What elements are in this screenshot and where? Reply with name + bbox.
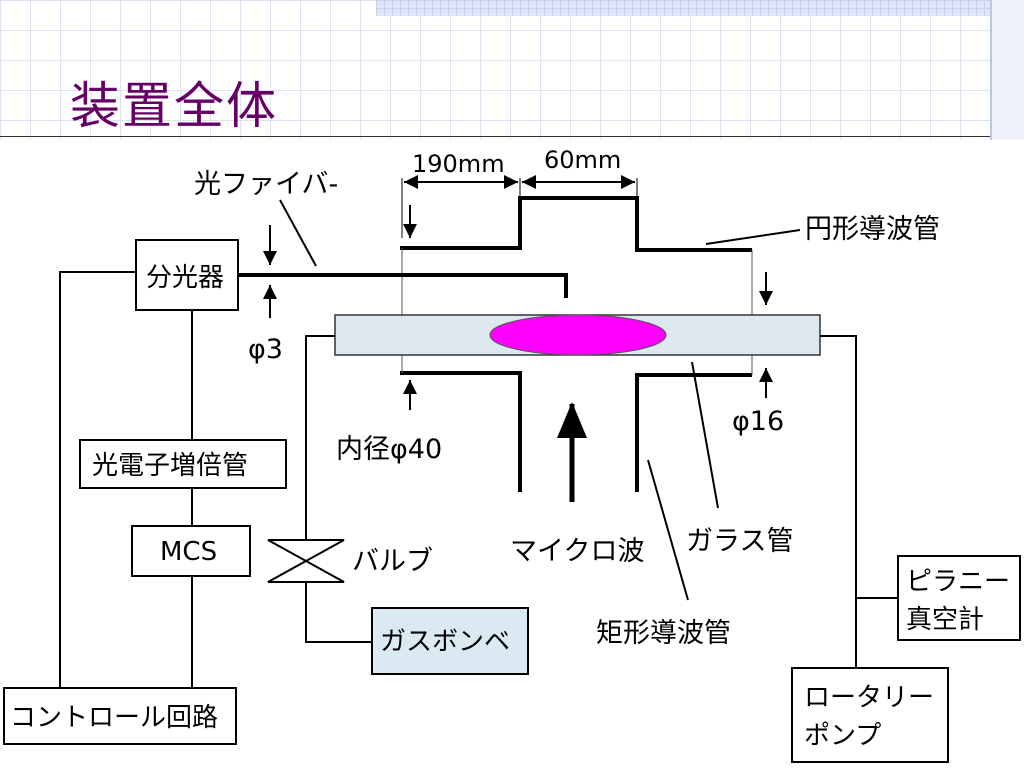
pump-label-line1: ロータリー	[804, 683, 934, 713]
glass-tube-label: ガラス管	[686, 526, 793, 557]
pirani-label-line2: 真空計	[906, 605, 984, 635]
circular-waveguide	[400, 196, 752, 252]
fiber-leader	[279, 199, 317, 267]
valve-symbol	[267, 539, 345, 583]
pirani-gauge-box	[897, 555, 1021, 641]
gas-cylinder-box	[371, 607, 529, 675]
valve-label: バルブ	[352, 546, 433, 577]
control-circuit-box	[3, 687, 237, 745]
rect-waveguide-leader	[647, 459, 689, 601]
circ-waveguide-label: 円形導波管	[805, 214, 940, 245]
phi3-label: φ3	[248, 334, 283, 365]
optical-fiber	[238, 273, 568, 298]
control-wire-left	[59, 271, 136, 688]
pirani-label-line1: ピラニー	[906, 567, 1010, 597]
phi16-label: φ16	[732, 406, 784, 437]
dim-190-label: 190mm	[412, 150, 505, 178]
vacuum-line	[820, 335, 857, 668]
background-grid	[0, 0, 1024, 140]
fiber-label: 光ファイバ-	[194, 169, 338, 200]
top-decor-band	[376, 0, 1024, 16]
microwave-label: マイクロ波	[510, 536, 644, 567]
pmt-label: 光電子増倍管	[92, 451, 248, 481]
glass-tube-leader	[691, 361, 719, 509]
spectrometer-box	[135, 239, 239, 311]
pump-label-line2: ポンプ	[804, 721, 881, 751]
title-divider	[0, 136, 990, 137]
microwave-arrow-head	[557, 402, 587, 438]
rectangular-waveguide	[400, 371, 752, 492]
spectrometer-label: 分光器	[146, 263, 224, 293]
circ-waveguide-leader	[705, 229, 801, 245]
rect-waveguide-label: 矩形導波管	[596, 618, 731, 649]
pmt-box	[79, 439, 287, 489]
mcs-box	[131, 525, 251, 577]
control-label: コントロール回路	[10, 703, 218, 733]
rotary-pump-box	[791, 667, 949, 763]
dim-60-label: 60mm	[544, 146, 621, 174]
inner-diam-label: 内径φ40	[336, 434, 442, 465]
gas-line	[305, 335, 372, 643]
mcs-label: MCS	[160, 537, 217, 567]
right-decor-band	[990, 0, 1024, 140]
plasma	[489, 314, 667, 356]
gas-cylinder-label: ガスボンベ	[380, 627, 510, 657]
slide-title: 装置全体	[70, 77, 278, 135]
